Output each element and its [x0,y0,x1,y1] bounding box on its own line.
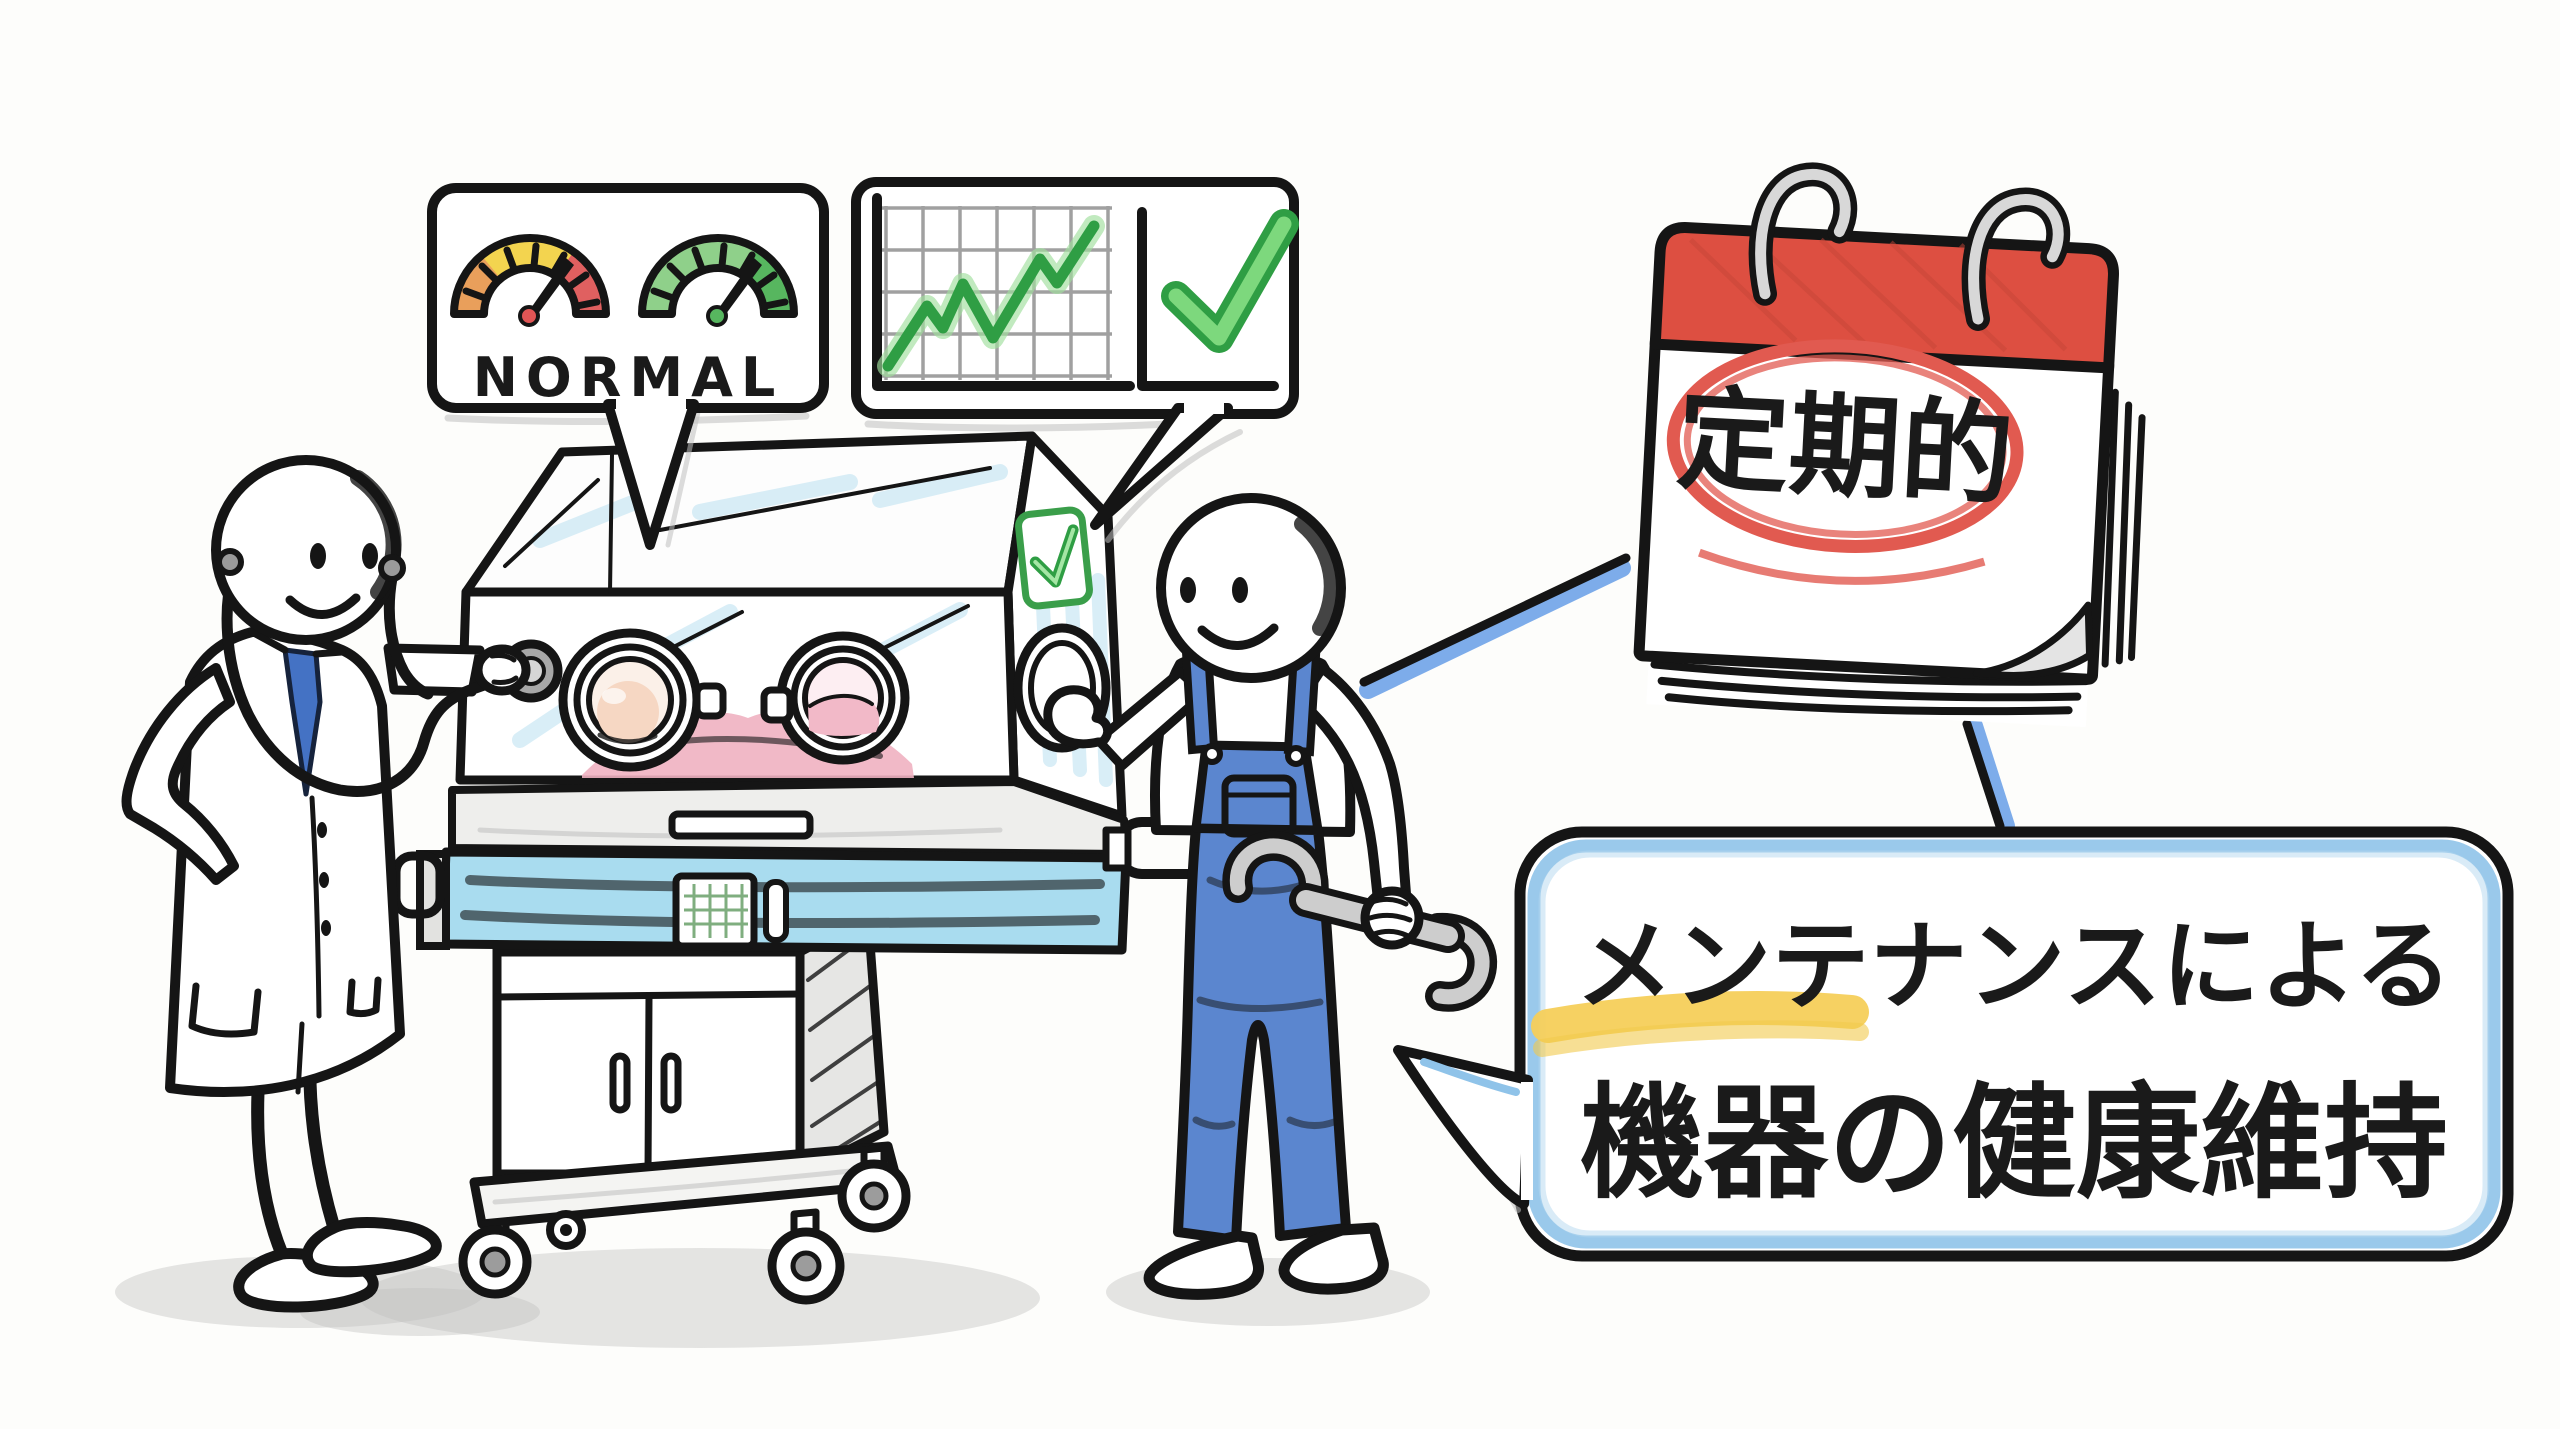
incubator-porthole-left [558,628,727,772]
caster-wheel [767,1208,845,1305]
caster-wheel [546,1210,586,1250]
card-slot [763,879,789,943]
calendar-page-stack-bottom [1650,660,2091,716]
canopy-top-reflection [503,466,992,568]
overalls-button [1285,745,1307,767]
calendar-page-stack-side [2101,388,2146,668]
bubble-body [851,177,1299,419]
technician-shoe [1143,1230,1265,1300]
technician-eye [1180,577,1196,603]
status-speech-bubble: NORMAL [427,183,829,550]
doctor-tie [282,647,323,797]
doctor-eye [310,543,326,569]
gauge-needle [712,258,762,322]
periodic-label: 定期的 [1674,374,2016,521]
check-badge-icon [1015,506,1093,610]
overalls-button [1201,743,1223,765]
doctor-arm-akimbo [121,663,239,885]
technician-fingers [1043,685,1113,749]
technician-arm-right [1295,663,1411,905]
coat-button [321,920,331,936]
cart-base-pencil [492,1165,883,1205]
cart-side-hatch [806,938,882,1168]
stethoscope-earpiece [378,554,406,582]
bubble-body [1514,826,2514,1262]
connector-lines [1359,553,2015,835]
connector-calendar-message [1962,717,2015,835]
cart-door-handle [609,1052,631,1114]
calendar-ring [1961,187,2071,331]
message-line-2: 機器の健康維持 [1580,1072,2448,1216]
technician-figure [1043,493,1498,1300]
calendar-page-curl [1972,601,2094,679]
message-speech-bubble: メンテナンスによる 機器の健康維持 [1393,826,2514,1262]
technician-smile [1197,623,1279,650]
doctor-foot [301,1217,442,1278]
coat-pocket [188,976,382,1038]
calendar-ring [1748,162,1858,306]
chart-speech-bubble [851,177,1299,543]
incubator-porthole-right [760,631,910,765]
porthole-latch [693,682,727,720]
caster-wheel [458,1218,532,1299]
doctor-eye [362,543,378,569]
handle-bracket [1102,826,1132,872]
floor-shadow [360,1248,1040,1348]
periodic-circle [1666,339,2024,553]
blanket-in-glass [808,694,880,736]
technician-overalls [1173,823,1351,1245]
doctor-figure [121,455,563,1313]
calendar-icon: 定期的 [1633,162,2146,728]
coat-collar [248,628,346,658]
porthole-latch [760,686,794,724]
coat-closure [295,795,322,1095]
stethoscope-earpiece [216,548,244,576]
keypad [672,872,758,950]
cart-door-handle [660,1052,682,1114]
normal-label: NORMAL [473,346,784,409]
canopy-top-tint [532,464,1008,548]
highlight-marker [1531,991,1869,1057]
cart-door-split [644,993,653,1178]
doctor-lab-coat [165,627,405,1097]
doctor-smile [285,593,361,619]
cart [458,911,911,1305]
connector-technician-calendar [1359,553,1631,699]
gauge-needle [524,258,574,322]
caster-wheel [837,1144,911,1233]
coat-button [319,872,329,888]
gauge-warning-icon [450,234,610,327]
technician-eye [1232,577,1248,603]
tray-slot [668,810,814,840]
coat-button [317,822,327,838]
gauge-normal-icon [638,234,798,327]
trend-chart-icon [872,193,1135,391]
technician-shoe [1278,1222,1389,1295]
checkmark-icon [1137,207,1299,391]
message-line-1: メンテナンスによる [1575,910,2452,1024]
